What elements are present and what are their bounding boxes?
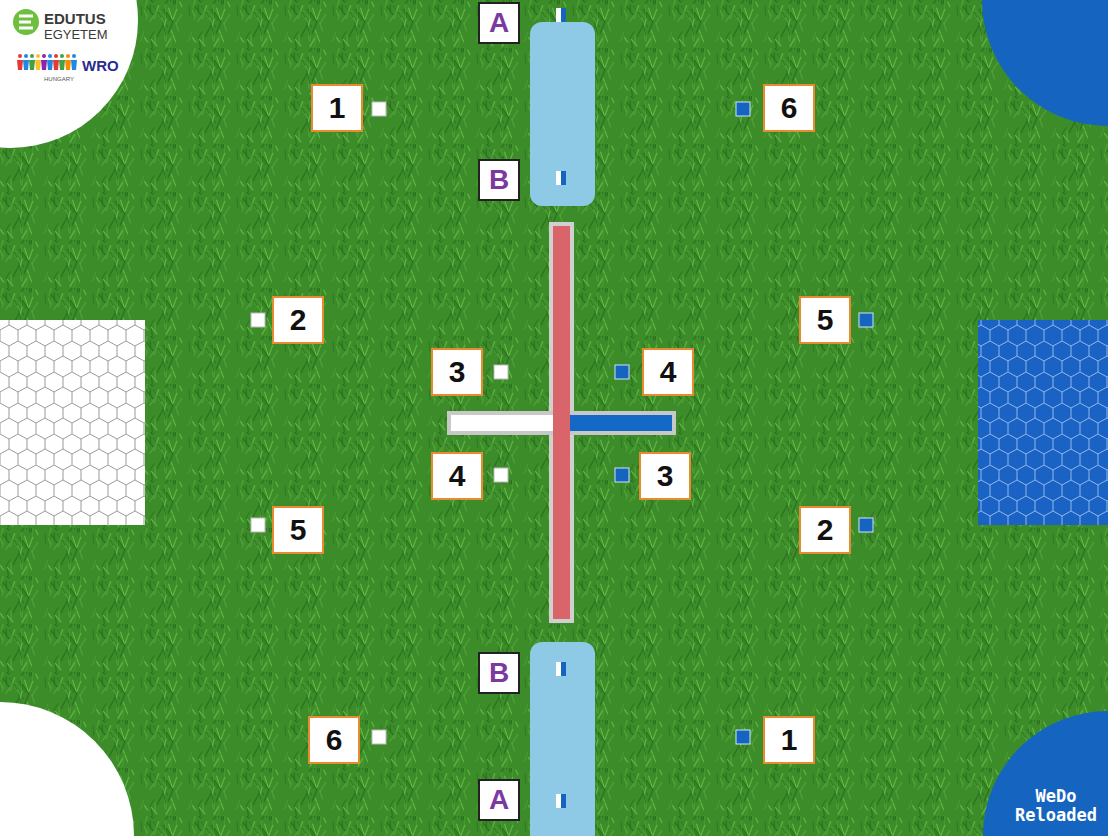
blue-bar: [570, 415, 672, 431]
goal-net: [978, 320, 1108, 525]
logo-text: EDUTUS: [44, 10, 106, 27]
blue-goal: [978, 320, 1108, 525]
node-text: 6: [781, 93, 798, 123]
node-text: 4: [660, 357, 677, 387]
white-bar: [451, 415, 553, 431]
blue-markers: [615, 102, 873, 744]
logo-text: HUNGARY: [44, 76, 74, 82]
position-number: 5: [272, 506, 324, 554]
start-letter: B: [478, 159, 520, 201]
node-text: WeDo Reloaded: [1010, 787, 1102, 826]
position-number: 6: [308, 716, 360, 764]
node-text: 3: [449, 357, 466, 387]
node-text: 4: [449, 461, 466, 491]
position-number: 1: [763, 716, 815, 764]
position-number: 6: [763, 84, 815, 132]
node-text: 5: [817, 305, 834, 335]
logo-icon: [13, 9, 39, 35]
logo-text: EGYETEM: [44, 27, 108, 42]
position-number: 5: [799, 296, 851, 344]
start-area: [530, 22, 595, 206]
node-text: A: [489, 786, 509, 814]
logo-figures: [17, 54, 77, 70]
node-text: 5: [290, 515, 307, 545]
node-text: A: [489, 9, 509, 37]
start-letter: A: [478, 779, 520, 821]
logo-text: WRO: [82, 57, 119, 74]
corner-zone: WeDo Reloaded: [983, 711, 1108, 836]
red-barrier: [553, 226, 570, 619]
node-text: 6: [326, 725, 343, 755]
position-number: 3: [639, 452, 691, 500]
position-number: 1: [311, 84, 363, 132]
node-text: B: [489, 659, 509, 687]
start-letter: B: [478, 652, 520, 694]
node-text: 1: [781, 725, 798, 755]
position-number: 3: [431, 348, 483, 396]
red-barrier: [553, 411, 570, 435]
start-letter: A: [478, 2, 520, 44]
position-number: 4: [431, 452, 483, 500]
node-text: 1: [329, 93, 346, 123]
node-text: 2: [817, 515, 834, 545]
position-number: 4: [642, 348, 694, 396]
blue-corner: [982, 0, 1108, 126]
cross-border: [447, 411, 676, 435]
position-number: 2: [272, 296, 324, 344]
node-text: 2: [290, 305, 307, 335]
goal-net: [0, 320, 145, 525]
white-corner: [0, 702, 134, 836]
start-area: [530, 642, 595, 836]
white-markers: [251, 102, 508, 744]
white-goal: [0, 320, 145, 525]
node-text: B: [489, 166, 509, 194]
white-corner: [0, 0, 138, 148]
position-number: 2: [799, 506, 851, 554]
node-text: 3: [657, 461, 674, 491]
logo-icon: [19, 16, 33, 28]
